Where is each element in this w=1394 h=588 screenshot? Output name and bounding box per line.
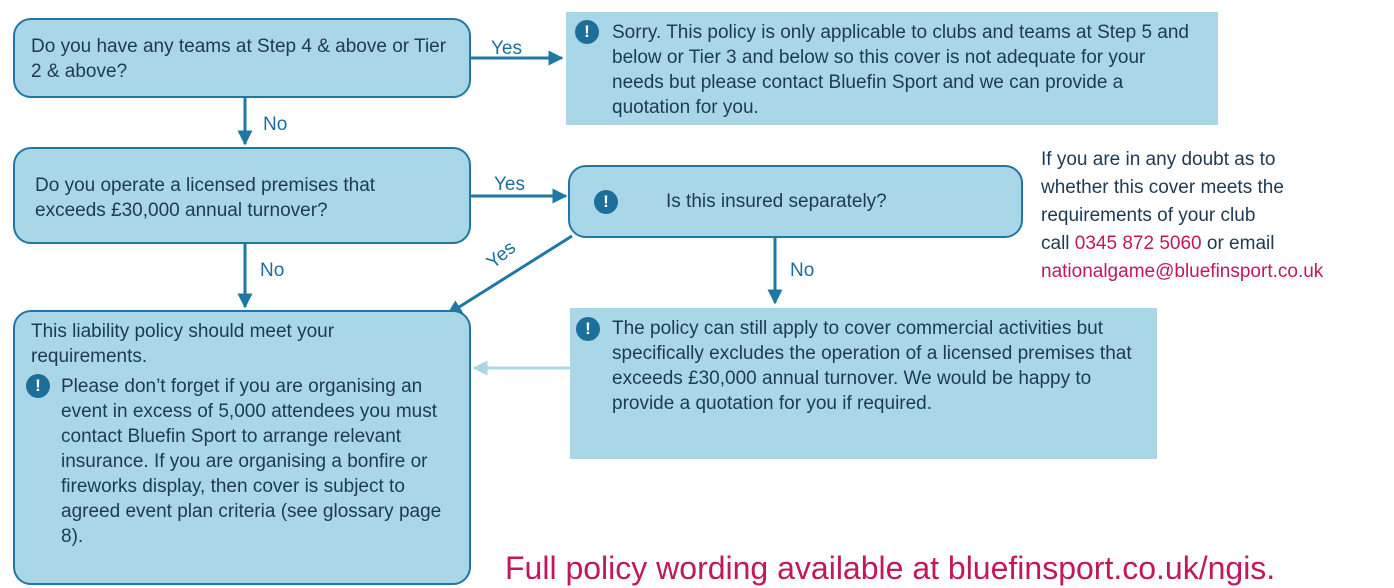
policy-meets-requirements-text: This liability policy should meet your r…	[31, 321, 335, 367]
label-yes-q2: Yes	[494, 174, 525, 195]
question-licensed-premises-text: Do you operate a licensed premises that …	[35, 175, 376, 221]
not-applicable-notice: ! Sorry. This policy is only applicable …	[566, 12, 1218, 125]
contact-note-line1: If you are in any doubt as to	[1041, 149, 1276, 170]
event-reminder-text: Please don’t forget if you are organisin…	[61, 376, 442, 547]
exclamation-icon: !	[26, 374, 50, 398]
contact-phone: 0345 872 5060	[1074, 233, 1202, 254]
commercial-activities-notice: ! The policy can still apply to cover co…	[570, 308, 1157, 459]
contact-note-line2: whether this cover meets the	[1041, 177, 1284, 198]
policy-wording-footer: Full policy wording available at bluefin…	[505, 550, 1276, 586]
contact-call-label: call	[1041, 233, 1070, 254]
contact-note-line3: requirements of your club	[1041, 205, 1256, 226]
label-no-q2: No	[260, 260, 285, 281]
not-applicable-notice-text: Sorry. This policy is only applicable to…	[612, 22, 1189, 118]
exclamation-icon: !	[594, 190, 618, 214]
contact-email: nationalgame@bluefinsport.co.uk	[1041, 261, 1324, 282]
exclamation-icon: !	[575, 20, 599, 44]
question-step4-tier2-text: Do you have any teams at Step 4 & above …	[31, 36, 447, 82]
arrow-q3-yes	[446, 234, 573, 316]
question-licensed-premises: Do you operate a licensed premises that …	[13, 147, 471, 244]
contact-or-email-label: or email	[1206, 233, 1275, 254]
contact-note: If you are in any doubt as to whether th…	[1041, 146, 1391, 286]
label-no-q1: No	[263, 114, 288, 135]
label-no-q3: No	[790, 260, 815, 281]
label-yes-q1: Yes	[491, 38, 522, 59]
commercial-activities-notice-text: The policy can still apply to cover comm…	[612, 318, 1132, 414]
event-reminder: ! Please don’t forget if you are organis…	[26, 374, 453, 549]
question-insured-separately-text: Is this insured separately?	[666, 191, 887, 212]
question-step4-tier2: Do you have any teams at Step 4 & above …	[13, 18, 471, 98]
policy-meets-requirements: This liability policy should meet your r…	[13, 310, 471, 585]
question-insured-separately: ! Is this insured separately?	[568, 165, 1023, 238]
exclamation-icon: !	[576, 317, 600, 341]
